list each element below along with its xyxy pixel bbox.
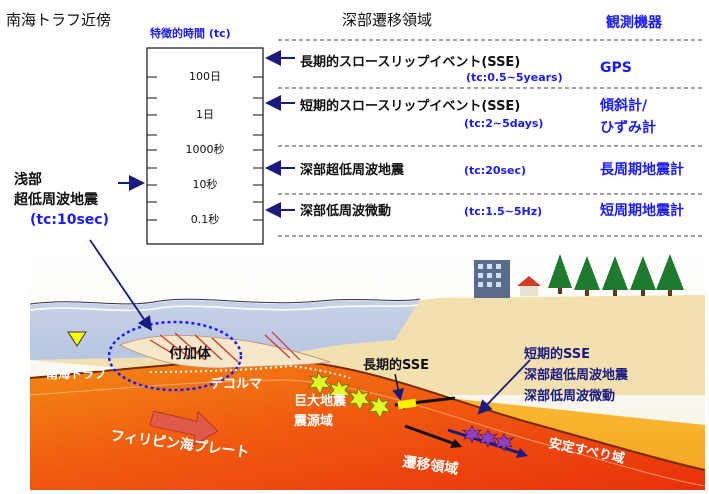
deep-list-item: 短期的SSE: [524, 346, 590, 362]
deep-list-item: 深部超低周波地震: [524, 367, 629, 383]
shallow-label-2: 超低周波地震: [13, 191, 99, 208]
sea-surface: [29, 298, 421, 305]
shallow-pointer: [89, 239, 153, 331]
slip-arrow-lower: [404, 424, 456, 446]
instrument-short-period-seismometer: 短周期地震計: [600, 202, 684, 219]
long-sse-patch: [397, 398, 417, 410]
deep-list-item: 深部低周波微動: [524, 388, 615, 404]
deep-list-pointer: [477, 359, 531, 415]
phenomenon-deep-tremor-tc: (tc:1.5~5Hz): [464, 205, 542, 218]
plate-motion-arrow: [149, 410, 219, 446]
instrument-long-period-seismometer: 長周期地震計: [600, 161, 684, 178]
phenomenon-short-sse-tc: (tc:2~5days): [464, 117, 543, 130]
phenomenon-long-sse-tc: (tc:0.5~5years): [466, 71, 563, 84]
phenomenon-deep-tremor: 深部低周波微動: [300, 203, 391, 219]
label-long-sse: 長期的SSE: [363, 357, 429, 373]
phenomenon-deep-vlfe-tc: (tc:20sec): [464, 164, 526, 177]
timescale-ticks: [147, 76, 263, 221]
instrument-gps: GPS: [600, 60, 632, 76]
instrument-strainmeter: ひずみ計: [600, 119, 656, 136]
shallow-label-3: (tc:10sec): [30, 212, 109, 228]
label-decollement: デコルマ: [210, 376, 262, 392]
plate-texture: [29, 379, 706, 487]
instrument-tiltmeter: 傾斜計/: [599, 97, 648, 114]
tick-label: 0.1秒: [191, 212, 220, 226]
shallow-vlfe-region: [107, 320, 243, 392]
header-left-title: 南海トラフ近傍: [6, 11, 111, 29]
phenomenon-long-sse: 長期的スロースリップイベント(SSE): [300, 54, 520, 70]
label-source-2: 震源域: [293, 413, 333, 429]
house-icon: [517, 276, 541, 296]
building-icon: [474, 260, 510, 298]
phenomenon-deep-vlfe: 深部超低周波地震: [300, 162, 405, 178]
label-trough: 南海トラフ: [46, 366, 106, 381]
tick-label: 10秒: [193, 177, 218, 191]
source-zone-stars: [308, 370, 391, 419]
plate-boundary: [29, 358, 706, 471]
phenomena-arrows: [118, 50, 295, 218]
trees-icon: [548, 254, 684, 296]
phenomenon-short-sse: 短期的スロースリップイベント(SSE): [300, 98, 520, 114]
tick-label: 100日: [189, 70, 221, 83]
tick-label: 1000秒: [186, 142, 225, 156]
long-sse-pointer: [392, 373, 405, 401]
timescale-box: [146, 47, 264, 245]
trough-marker: [67, 331, 87, 347]
sea-wave: [29, 304, 419, 312]
faults: [149, 331, 301, 363]
philippine-sea-plate: [30, 360, 705, 490]
deep-tremor-stars: [462, 425, 514, 452]
label-source-1: 巨大地震: [294, 393, 347, 409]
timescale-label: 特徴的時間 (tc): [150, 26, 231, 40]
header-center-title: 深部遷移領域: [342, 11, 432, 29]
tick-label: 1日: [196, 108, 214, 121]
shallow-label-1: 浅部: [14, 171, 42, 188]
label-accretion: 付加体: [169, 345, 212, 362]
header-right-title: 観測機器: [606, 14, 663, 31]
row-separators: [278, 39, 705, 237]
